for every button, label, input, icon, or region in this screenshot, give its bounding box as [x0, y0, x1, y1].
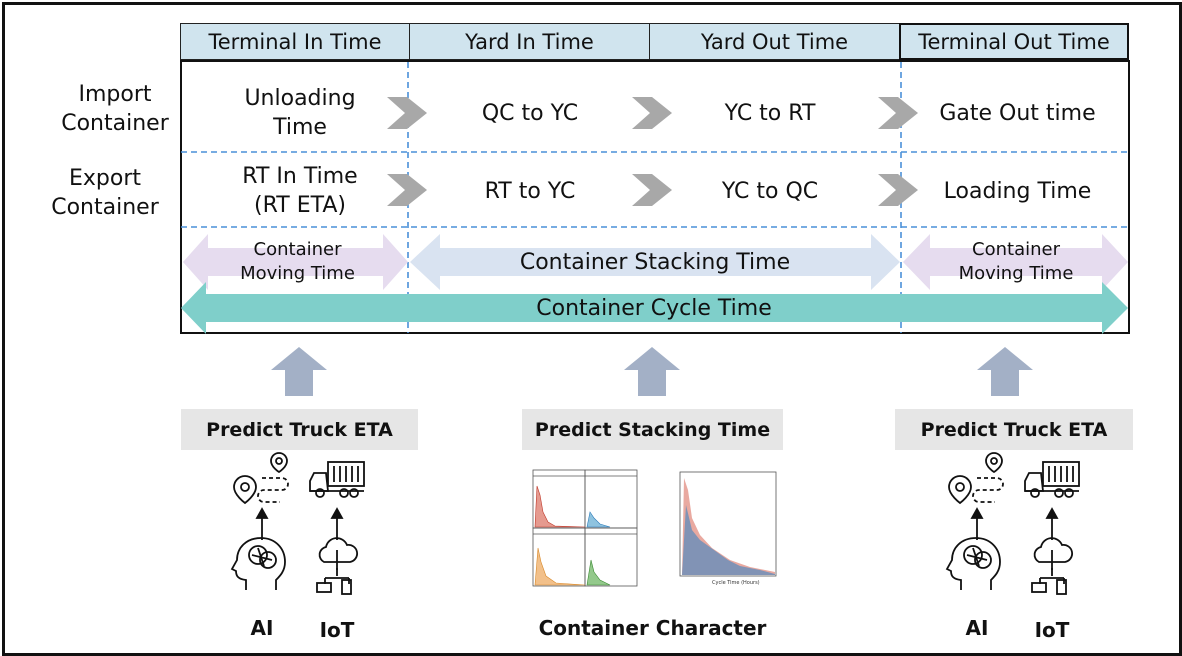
cell-gate-out-time: Gate Out time	[939, 100, 1096, 126]
cycle-time-arrow	[181, 282, 1128, 334]
predict-label: Predict Stacking Time	[534, 418, 771, 441]
iot-label-right: IoT	[1034, 618, 1070, 642]
header-label: Yard Out Time	[700, 29, 849, 54]
ai-brain-icon	[230, 537, 286, 590]
svg-text:Cycle Time (Hours): Cycle Time (Hours)	[712, 580, 760, 586]
cell-unloading-time: Unloading Time	[244, 86, 356, 140]
chevron-arrow	[632, 97, 672, 129]
timeline-table	[180, 60, 1130, 334]
iot-cloud-icon	[316, 537, 358, 595]
header-yard-out: Yard Out Time	[649, 23, 900, 60]
header-terminal-in: Terminal In Time	[180, 23, 410, 60]
header-label: Terminal Out Time	[918, 29, 1110, 54]
location-route-icon	[948, 452, 1004, 505]
up-arrow	[271, 347, 327, 396]
iot-label-left: IoT	[319, 618, 355, 642]
truck-icon	[309, 461, 365, 498]
moving-time-label-left: Container Moving Time	[240, 239, 355, 284]
header-label: Yard In Time	[465, 29, 594, 54]
cell-qc-to-yc: QC to YC	[481, 100, 579, 126]
predict-label: Predict Truck ETA	[920, 418, 1108, 441]
up-arrow	[624, 347, 680, 396]
moving-time-arrow-right	[903, 234, 1128, 290]
iot-cloud-icon	[1031, 537, 1073, 595]
ai-label-left: AI	[250, 616, 274, 640]
truck-icon	[1024, 461, 1080, 498]
header-terminal-out: Terminal Out Time	[899, 23, 1129, 60]
predict-stacking-time: Predict Stacking Time	[522, 409, 783, 450]
header-label: Terminal In Time	[208, 29, 382, 54]
cell-loading-time: Loading Time	[943, 178, 1092, 204]
cell-yc-to-rt: YC to RT	[724, 100, 816, 126]
cell-yc-to-qc: YC to QC	[721, 178, 819, 204]
moving-time-label-right: Container Moving Time	[958, 239, 1074, 284]
ai-label-right: AI	[965, 616, 989, 640]
small-up-arrow	[255, 507, 344, 540]
container-character-label: Container Character	[538, 616, 767, 640]
row-label-import: Import Container	[61, 82, 169, 136]
stacking-time-arrow	[410, 234, 900, 290]
chevron-arrow	[387, 174, 427, 206]
chevron-arrow	[878, 97, 918, 129]
predict-label: Predict Truck ETA	[206, 418, 393, 441]
location-route-icon	[233, 452, 289, 505]
predict-truck-eta-right: Predict Truck ETA	[895, 409, 1133, 450]
cell-rt-in-time: RT In Time (RT ETA)	[242, 164, 358, 218]
header-yard-in: Yard In Time	[409, 23, 650, 60]
chevron-arrow	[878, 174, 918, 206]
container-character-charts: Cycle Time (Hours)	[532, 469, 777, 587]
ai-brain-icon	[945, 537, 1001, 590]
stacking-time-label: Container Stacking Time	[519, 249, 791, 275]
up-arrow	[977, 347, 1033, 396]
moving-time-arrow-left	[183, 234, 408, 290]
cycle-time-label: Container Cycle Time	[536, 295, 772, 321]
small-up-arrow	[970, 507, 1059, 540]
row-label-export: Export Container	[51, 166, 159, 220]
chevron-arrow	[387, 97, 427, 129]
chevron-arrow	[632, 174, 672, 206]
predict-truck-eta-left: Predict Truck ETA	[181, 409, 418, 450]
cell-rt-to-yc: RT to YC	[484, 178, 576, 204]
